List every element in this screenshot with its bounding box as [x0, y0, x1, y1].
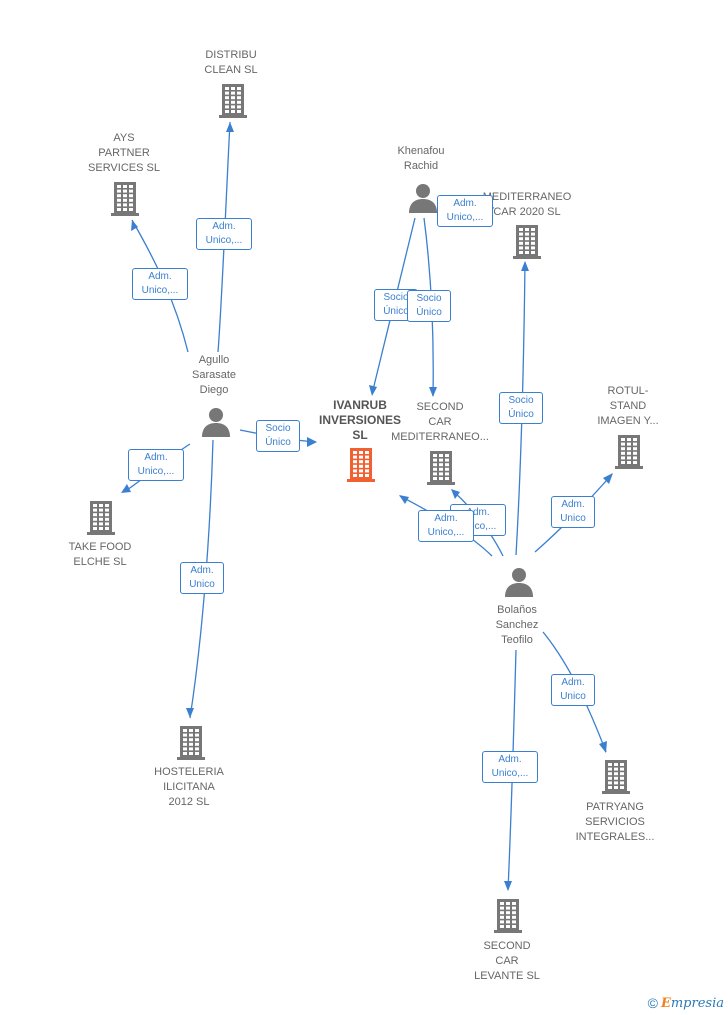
building-icon — [427, 451, 455, 485]
building-icon — [219, 84, 247, 118]
building-icon-rotul[interactable] — [613, 434, 645, 475]
edge-label-bolanos-rotul[interactable]: Adm. Unico — [551, 496, 595, 528]
node-label-distribu[interactable]: DISTRIBU CLEAN SL — [204, 49, 258, 76]
edge-label-agullo-ays[interactable]: Adm. Unico,... — [132, 268, 188, 300]
edge-label-agullo-takefood[interactable]: Adm. Unico,... — [128, 449, 184, 481]
node-label-ivanrub[interactable]: IVANRUB INVERSIONES SL — [318, 398, 402, 442]
edge-label-agullo-hosteleria[interactable]: Adm. Unico — [180, 562, 224, 594]
building-icon — [347, 448, 375, 482]
building-icon-patryang[interactable] — [600, 759, 632, 800]
building-icon — [513, 225, 541, 259]
arrowhead — [603, 473, 613, 484]
building-icon-second_med[interactable] — [425, 450, 457, 491]
arrowhead — [369, 385, 377, 396]
edge-label-bolanos-ivanrub[interactable]: Adm. Unico,... — [418, 510, 474, 542]
person-icon-khenafou[interactable] — [407, 182, 439, 219]
node-label-rotul[interactable]: ROTUL- STAND IMAGEN Y... — [597, 385, 659, 427]
building-icon-ays[interactable] — [109, 181, 141, 222]
node-label-second-levante[interactable]: SECOND CAR LEVANTE SL — [474, 940, 540, 982]
empresia-watermark[interactable]: © Empresia — [648, 995, 724, 1011]
person-icon — [505, 568, 533, 597]
node-label-agullo[interactable]: Agullo Sarasate Diego — [191, 354, 237, 396]
node-label-khenafou[interactable]: Khenafou Rachid — [397, 145, 445, 172]
edge-label-bolanos-secondlev[interactable]: Adm. Unico,... — [482, 751, 538, 783]
arrowhead — [504, 881, 512, 891]
building-icon-takefood[interactable] — [85, 500, 117, 541]
node-label-takefood[interactable]: TAKE FOOD ELCHE SL — [68, 541, 132, 568]
node-label-second-mediterraneo[interactable]: SECOND CAR MEDITERRANEO... — [391, 401, 489, 443]
arrowhead — [226, 122, 234, 132]
person-icon — [202, 408, 230, 437]
arrowhead — [521, 261, 529, 271]
building-icon — [177, 726, 205, 760]
person-icon-bolanos[interactable] — [503, 566, 535, 603]
arrowhead — [121, 484, 131, 493]
node-label-patryang[interactable]: PATRYANG SERVICIOS INTEGRALES... — [575, 801, 655, 843]
building-icon-hosteleria[interactable] — [175, 725, 207, 766]
edge-label-khenafou-secondmed[interactable]: Socio Único — [407, 290, 451, 322]
arrowhead — [451, 489, 460, 499]
edge-label-khenafou-med2020[interactable]: Adm. Unico,... — [437, 195, 493, 227]
edge-label-bolanos-patryang[interactable]: Adm. Unico — [551, 674, 595, 706]
arrowhead — [429, 387, 437, 397]
building-icon — [615, 435, 643, 469]
node-label-bolanos[interactable]: Bolaños Sanchez Teofilo — [495, 604, 539, 646]
arrowheads — [121, 122, 613, 891]
node-label-mediterraneo-2020[interactable]: MEDITERRANEO CAR 2020 SL — [482, 191, 572, 218]
person-icon — [409, 184, 437, 213]
arrowhead — [399, 495, 409, 504]
building-icon-ivanrub[interactable] — [345, 447, 377, 488]
building-icon — [87, 501, 115, 535]
brand-logo: Empresia — [660, 995, 724, 1011]
edge-label-agullo-ivanrub[interactable]: Socio Único — [256, 420, 300, 452]
arrowhead — [131, 220, 138, 231]
building-icon-distribu[interactable] — [217, 83, 249, 124]
edge-label-bolanos-med2020[interactable]: Socio Único — [499, 392, 543, 424]
edge-label-agullo-distribu[interactable]: Adm. Unico,... — [196, 218, 252, 250]
copyright-symbol: © — [647, 995, 658, 1011]
node-label-hosteleria[interactable]: HOSTELERIA ILICITANA 2012 SL — [154, 766, 224, 808]
arrowhead — [307, 437, 317, 447]
building-icon — [494, 899, 522, 933]
arrowhead — [186, 708, 194, 718]
arrowhead — [599, 741, 607, 753]
person-icon-agullo[interactable] — [200, 406, 232, 443]
building-icon — [111, 182, 139, 216]
building-icon-mediterraneo2020[interactable] — [511, 224, 543, 265]
building-icon-second_lev[interactable] — [492, 898, 524, 939]
node-label-ays[interactable]: AYS PARTNER SERVICES SL — [88, 132, 160, 174]
building-icon — [602, 760, 630, 794]
